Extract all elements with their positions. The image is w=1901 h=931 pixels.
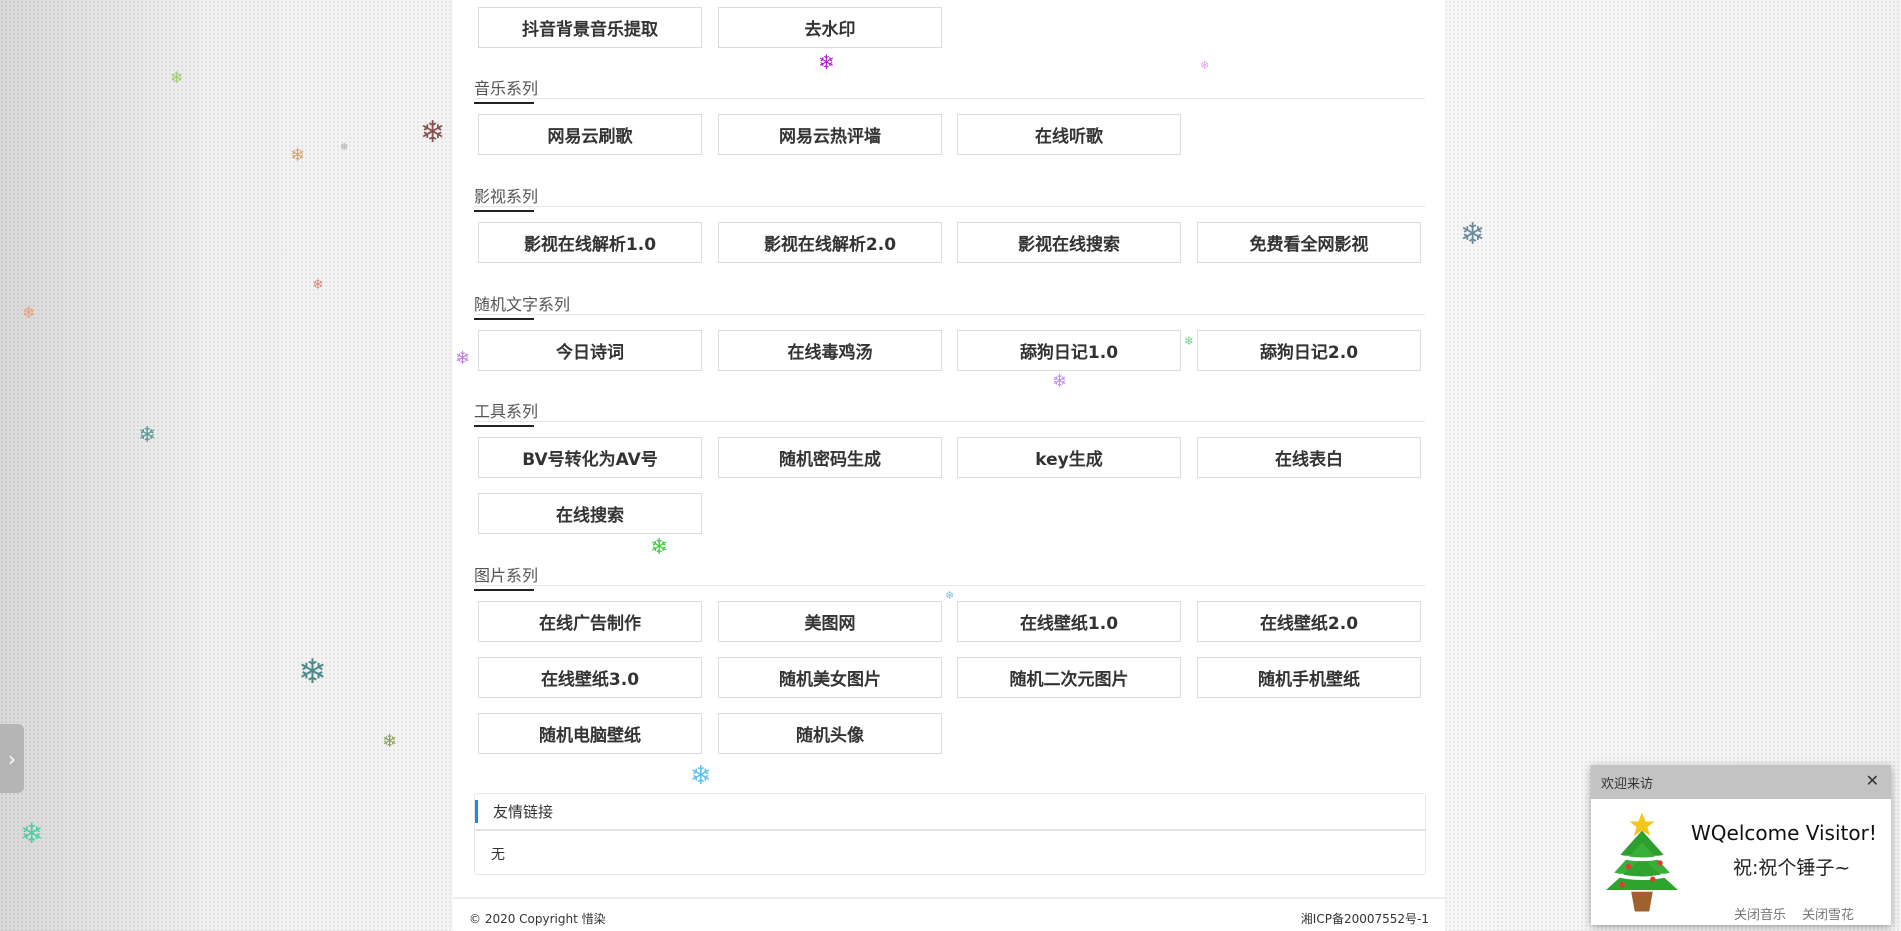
tool-button[interactable]: 随机美女图片 — [718, 657, 942, 698]
tool-button[interactable]: 抖音背景音乐提取 — [478, 7, 702, 48]
tool-button[interactable]: 网易云刷歌 — [478, 114, 702, 155]
close-snow-link[interactable]: 关闭雪花 — [1802, 908, 1855, 923]
tool-button[interactable]: 在线广告制作 — [478, 601, 702, 642]
tool-button[interactable]: 在线表白 — [1197, 437, 1421, 478]
snowflake-icon: ❄ — [1460, 217, 1486, 252]
side-expand-button[interactable]: › — [0, 724, 24, 793]
snowflake-icon: ❄ — [420, 115, 446, 150]
icp-link[interactable]: 湘ICP备20007552号-1 — [1300, 912, 1429, 926]
tool-button[interactable]: 网易云热评墙 — [718, 114, 942, 155]
section-title-text: 工具系列 — [474, 402, 539, 421]
tool-button[interactable]: 随机二次元图片 — [957, 657, 1181, 698]
footer: © 2020 Copyright 惜染 湘ICP备20007552号-1 — [453, 897, 1445, 931]
snowflake-icon: ❄ — [22, 303, 36, 322]
section-underline — [474, 425, 534, 427]
message-text: 祝:祝个锤子~ — [1733, 857, 1851, 879]
divider — [474, 98, 1425, 99]
section-title: 影视系列 — [474, 183, 539, 212]
welcome-popup: 欢迎来访 ✕ WQelcome Visitor! 祝:祝个锤子~ 关闭音乐 关闭雪… — [1591, 765, 1891, 925]
divider — [474, 314, 1425, 315]
snowflake-icon: ❄ — [170, 68, 184, 87]
section-underline — [474, 102, 534, 104]
tool-button[interactable]: 随机密码生成 — [718, 437, 942, 478]
copyright: © 2020 Copyright 惜染 — [469, 912, 606, 926]
tool-button[interactable]: 在线壁纸2.0 — [1197, 601, 1421, 642]
chevron-right-icon: › — [8, 746, 16, 771]
tool-button[interactable]: 在线听歌 — [957, 114, 1181, 155]
tool-button[interactable]: 随机手机壁纸 — [1197, 657, 1421, 698]
snowflake-icon: ❄ — [312, 277, 324, 293]
section-title-text: 音乐系列 — [474, 79, 539, 98]
snowflake-icon: ❄ — [340, 142, 349, 153]
friendly-links-body: 无 — [491, 847, 505, 863]
tool-button[interactable]: 影视在线解析1.0 — [478, 222, 702, 263]
tool-button[interactable]: 舔狗日记1.0 — [957, 330, 1181, 371]
section-title-text: 随机文字系列 — [474, 295, 571, 314]
divider — [474, 206, 1425, 207]
tool-button[interactable]: 在线壁纸1.0 — [957, 601, 1181, 642]
tool-button[interactable]: 随机电脑壁纸 — [478, 713, 702, 754]
snowflake-icon: ❄ — [382, 731, 398, 752]
tool-button[interactable]: key生成 — [957, 437, 1181, 478]
snowflake-icon: ❄ — [290, 145, 306, 166]
snowflake-icon: ❄ — [1052, 371, 1068, 392]
snowflake-icon: ❄ — [818, 50, 835, 74]
section-underline — [474, 210, 534, 212]
snowflake-icon: ❄ — [298, 652, 327, 692]
section-title: 音乐系列 — [474, 75, 539, 104]
main-content: 抖音背景音乐提取去水印音乐系列网易云刷歌网易云热评墙在线听歌影视系列影视在线解析… — [453, 0, 1445, 931]
tool-button[interactable]: 在线壁纸3.0 — [478, 657, 702, 698]
section-title: 随机文字系列 — [474, 291, 571, 320]
tool-button[interactable]: 去水印 — [718, 7, 942, 48]
snowflake-icon: ❄ — [20, 817, 44, 850]
section-underline — [474, 318, 534, 320]
friendly-links-title: 友情链接 — [475, 794, 1425, 831]
section-title-text: 图片系列 — [474, 566, 539, 585]
christmas-tree-image — [1606, 812, 1678, 912]
divider — [474, 421, 1425, 422]
section-title-text: 影视系列 — [474, 187, 539, 206]
section-title: 图片系列 — [474, 562, 539, 591]
close-icon[interactable]: ✕ — [1865, 771, 1879, 790]
tool-button[interactable]: 今日诗词 — [478, 330, 702, 371]
tool-button[interactable]: 随机头像 — [718, 713, 942, 754]
tool-button[interactable]: 在线搜索 — [478, 493, 702, 534]
section-title: 工具系列 — [474, 398, 539, 427]
close-music-link[interactable]: 关闭音乐 — [1734, 908, 1787, 923]
welcome-text: WQelcome Visitor! — [1691, 821, 1877, 845]
tool-button[interactable]: 在线毒鸡汤 — [718, 330, 942, 371]
snowflake-icon: ❄ — [650, 535, 669, 560]
tool-button[interactable]: BV号转化为AV号 — [478, 437, 702, 478]
snowflake-icon: ❄ — [1184, 334, 1195, 348]
popup-title: 欢迎来访 — [1601, 776, 1654, 792]
tool-button[interactable]: 舔狗日记2.0 — [1197, 330, 1421, 371]
snowflake-icon: ❄ — [138, 423, 157, 448]
snowflake-icon: ❄ — [945, 589, 955, 602]
tool-button[interactable]: 免费看全网影视 — [1197, 222, 1421, 263]
snowflake-icon: ❄ — [455, 348, 471, 369]
friendly-links-panel: 友情链接 无 — [474, 793, 1426, 875]
divider — [474, 585, 1425, 586]
tool-button[interactable]: 影视在线解析2.0 — [718, 222, 942, 263]
snowflake-icon: ❄ — [1200, 59, 1210, 72]
tool-button[interactable]: 美图网 — [718, 601, 942, 642]
tool-button[interactable]: 影视在线搜索 — [957, 222, 1181, 263]
section-underline — [474, 589, 534, 591]
snowflake-icon: ❄ — [690, 761, 712, 791]
